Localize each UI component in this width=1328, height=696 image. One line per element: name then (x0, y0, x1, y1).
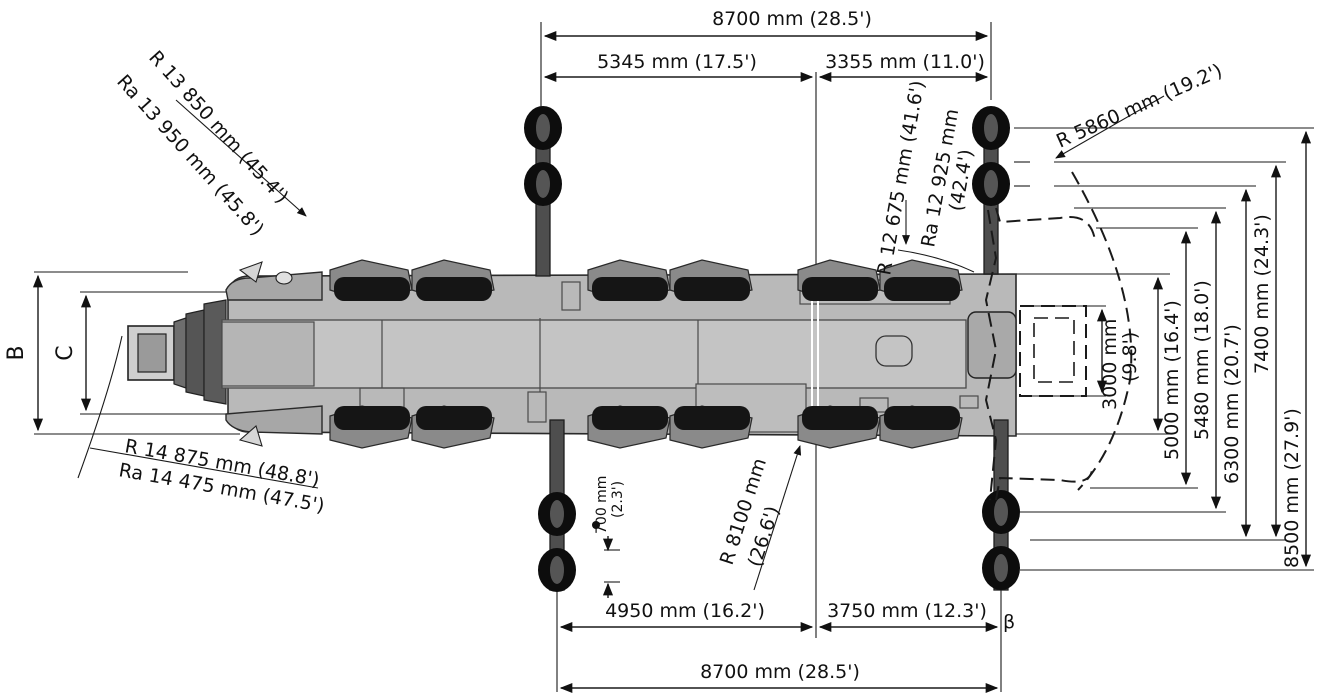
crane-carrier (127, 261, 1017, 447)
outrigger-rear-top (972, 106, 1010, 275)
right-dim-7400: 7400 mm (24.3') (1251, 214, 1273, 374)
pad-offset-ft-label: (2.3') (610, 481, 626, 518)
label-c: C (53, 345, 78, 360)
top-front-label: 5345 mm (17.5') (597, 51, 757, 73)
front-radius-leader (175, 99, 307, 217)
top-overall-label: 8700 mm (28.5') (712, 8, 872, 30)
right-dim-3000-ft: (9.8') (1119, 332, 1141, 382)
pad-offset-mm-label: 700 mm (594, 476, 610, 534)
outrigger-front-bottom (538, 419, 576, 592)
right-dim-5000: 5000 mm (16.4') (1161, 300, 1183, 460)
tail-swing-arc (77, 335, 123, 479)
rear-radius-label: R 12 675 mm (41.6') (873, 79, 929, 277)
right-dim-8500: 8500 mm (27.9') (1281, 408, 1303, 568)
top-dimension-group: 8700 mm (28.5') 5345 mm (17.5') 3355 mm … (540, 8, 992, 440)
bottom-rear-label: 3750 mm (12.3') (827, 600, 987, 622)
label-b: B (4, 345, 29, 360)
bottom-front-label: 4950 mm (16.2') (605, 600, 765, 622)
tail-radius-leader (1055, 95, 1165, 159)
middle-radius-leader (753, 445, 802, 591)
bottom-radius-leader (89, 447, 319, 489)
outrigger-rear-bottom (982, 419, 1020, 591)
right-dimension-group: 3000 mm (9.8') 5000 mm (16.4') 5480 mm (… (1014, 127, 1314, 571)
tail-radius-label: R 5860 mm (19.2') (1053, 60, 1226, 153)
rear-radius-arc (897, 249, 975, 273)
beta-symbol: β (1003, 611, 1015, 633)
bottom-dimension-group: 4950 mm (16.2') 3750 mm (12.3') β 8700 m… (556, 440, 1015, 694)
bottom-overall-label: 8700 mm (28.5') (700, 661, 860, 683)
top-rear-label: 3355 mm (11.0') (825, 51, 985, 73)
outrigger-front-top (524, 106, 562, 277)
wheel-set (329, 259, 963, 449)
left-dimension-group: B C (4, 271, 240, 435)
right-dim-6300: 6300 mm (20.7') (1221, 324, 1243, 484)
pad-offset-group: 700 mm (2.3') (592, 476, 626, 598)
right-dim-3000-mm: 3000 mm (1099, 319, 1121, 410)
right-dim-5480: 5480 mm (18.0') (1191, 280, 1213, 440)
